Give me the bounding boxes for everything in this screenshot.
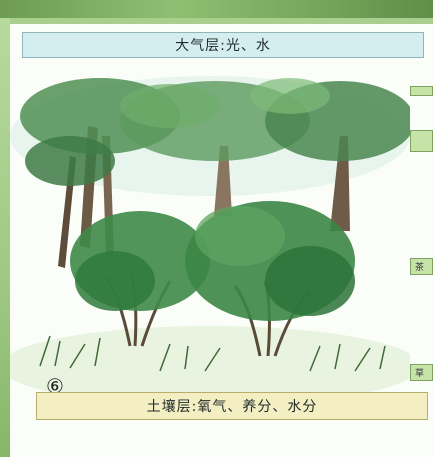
top-decorative-strip <box>0 0 433 18</box>
side-tag-tree-layer <box>410 130 433 152</box>
shrub-layer <box>70 201 355 357</box>
side-tag-shrub-layer: 茶 <box>410 258 433 275</box>
tree-canopy-layer <box>20 78 410 186</box>
herb-layer <box>39 335 386 372</box>
herb-tag-text: 草 <box>415 369 425 379</box>
atmosphere-layer-label: 大气层:光、水 <box>175 38 271 54</box>
atmosphere-layer-banner: 大气层:光、水 <box>22 32 424 58</box>
forest-layers-illustration <box>10 76 410 396</box>
shrub-tag-text: 茶 <box>415 263 425 273</box>
soil-layer-label: 土壤层:氧气、养分、水分 <box>146 399 318 415</box>
side-tag-herb-layer: 草 <box>410 364 433 381</box>
ground-wash <box>10 326 410 396</box>
soil-layer-banner: 土壤层:氧气、养分、水分 <box>36 392 428 420</box>
left-decorative-border <box>0 18 10 457</box>
side-tag-top <box>410 86 433 96</box>
